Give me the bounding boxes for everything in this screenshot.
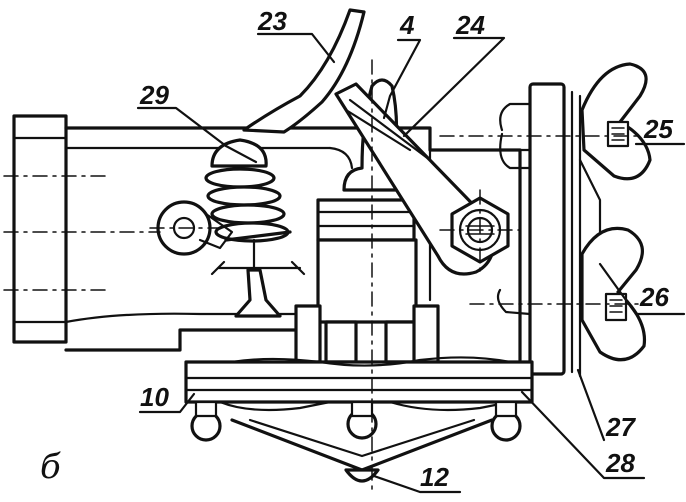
callout-23: 23: [257, 6, 287, 36]
callout-26: 26: [639, 282, 669, 312]
lever-23: [242, 8, 366, 134]
figure-sub-label: б: [40, 447, 61, 487]
callout-25: 25: [643, 114, 673, 144]
base-plate: [184, 356, 534, 412]
wing-nut-upper: [580, 62, 652, 181]
right-plate: [496, 82, 602, 378]
left-end-block: [12, 114, 68, 344]
callout-28: 28: [605, 448, 635, 478]
callout-29: 29: [139, 80, 169, 110]
callout-12: 12: [420, 462, 449, 492]
leader-lines: [136, 32, 686, 494]
callout-10: 10: [140, 382, 169, 412]
callout-24: 24: [455, 10, 485, 40]
bottom-truss: [190, 400, 522, 483]
center-lines: [3, 59, 641, 491]
callout-labels: 23 4 24 29 25 26 10 27 28 12: [139, 6, 673, 492]
callout-27: 27: [605, 412, 636, 442]
callout-4: 4: [399, 10, 415, 40]
wing-nut-lower: [580, 226, 647, 362]
